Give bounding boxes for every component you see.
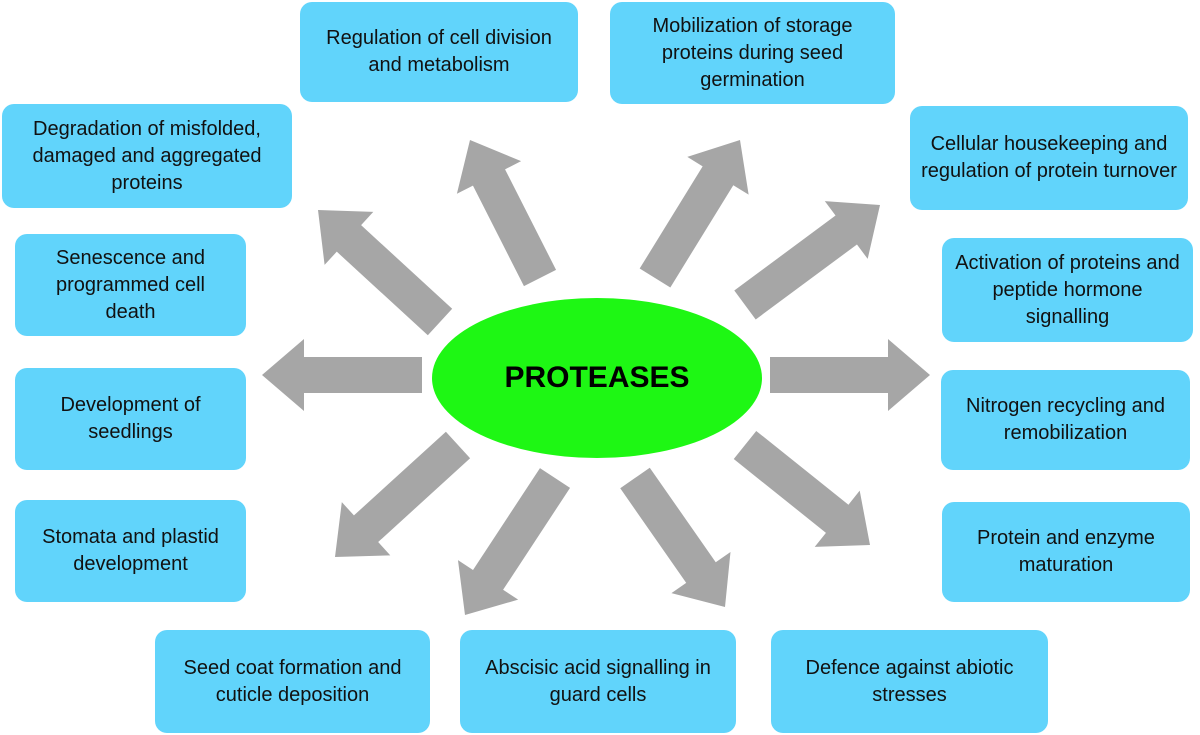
function-box: Development of seedlings <box>15 368 246 470</box>
function-box: Regulation of cell division and metaboli… <box>300 2 578 102</box>
function-box: Protein and enzyme maturation <box>942 502 1190 602</box>
arrow-icon <box>734 201 880 320</box>
function-label: Mobilization of storage proteins during … <box>652 14 853 91</box>
function-label: Seed coat formation and cuticle depositi… <box>183 656 402 706</box>
function-box: Cellular housekeeping and regulation of … <box>910 106 1188 210</box>
function-label: Defence against abiotic stresses <box>805 656 1014 706</box>
function-box: Mobilization of storage proteins during … <box>610 2 895 104</box>
function-box: Nitrogen recycling and remobilization <box>941 370 1190 470</box>
function-box: Seed coat formation and cuticle depositi… <box>155 630 430 733</box>
arrow-icon <box>457 468 571 615</box>
arrow-icon <box>620 467 731 607</box>
proteases-ellipse: PROTEASES <box>432 298 762 458</box>
function-label: Development of seedlings <box>60 394 201 443</box>
function-box: Defence against abiotic stresses <box>771 630 1048 733</box>
function-label: Regulation of cell division and metaboli… <box>326 27 552 76</box>
function-label: Abscisic acid signalling in guard cells <box>485 656 711 706</box>
arrow-icon <box>335 431 471 557</box>
function-label: Stomata and plastid development <box>42 526 219 575</box>
function-label: Activation of proteins and peptide hormo… <box>955 251 1180 328</box>
arrow-icon <box>639 140 749 288</box>
arrow-icon <box>770 339 930 411</box>
function-box: Degradation of misfolded, damaged and ag… <box>2 104 292 208</box>
function-label: Nitrogen recycling and remobilization <box>966 395 1165 444</box>
center-label: PROTEASES <box>504 361 690 394</box>
arrow-icon <box>733 430 870 547</box>
function-box: Senescence and programmed cell death <box>15 234 246 336</box>
function-label: Degradation of misfolded, damaged and ag… <box>32 117 262 194</box>
function-box: Abscisic acid signalling in guard cells <box>460 630 736 733</box>
arrow-icon <box>262 339 422 411</box>
function-label: Cellular housekeeping and regulation of … <box>921 133 1177 182</box>
function-label: Senescence and programmed cell death <box>55 246 205 323</box>
function-box: Stomata and plastid development <box>15 500 246 602</box>
arrow-icon <box>456 140 557 287</box>
function-label: Protein and enzyme maturation <box>977 527 1155 576</box>
function-box: Activation of proteins and peptide hormo… <box>942 238 1193 342</box>
arrow-icon <box>318 210 453 336</box>
